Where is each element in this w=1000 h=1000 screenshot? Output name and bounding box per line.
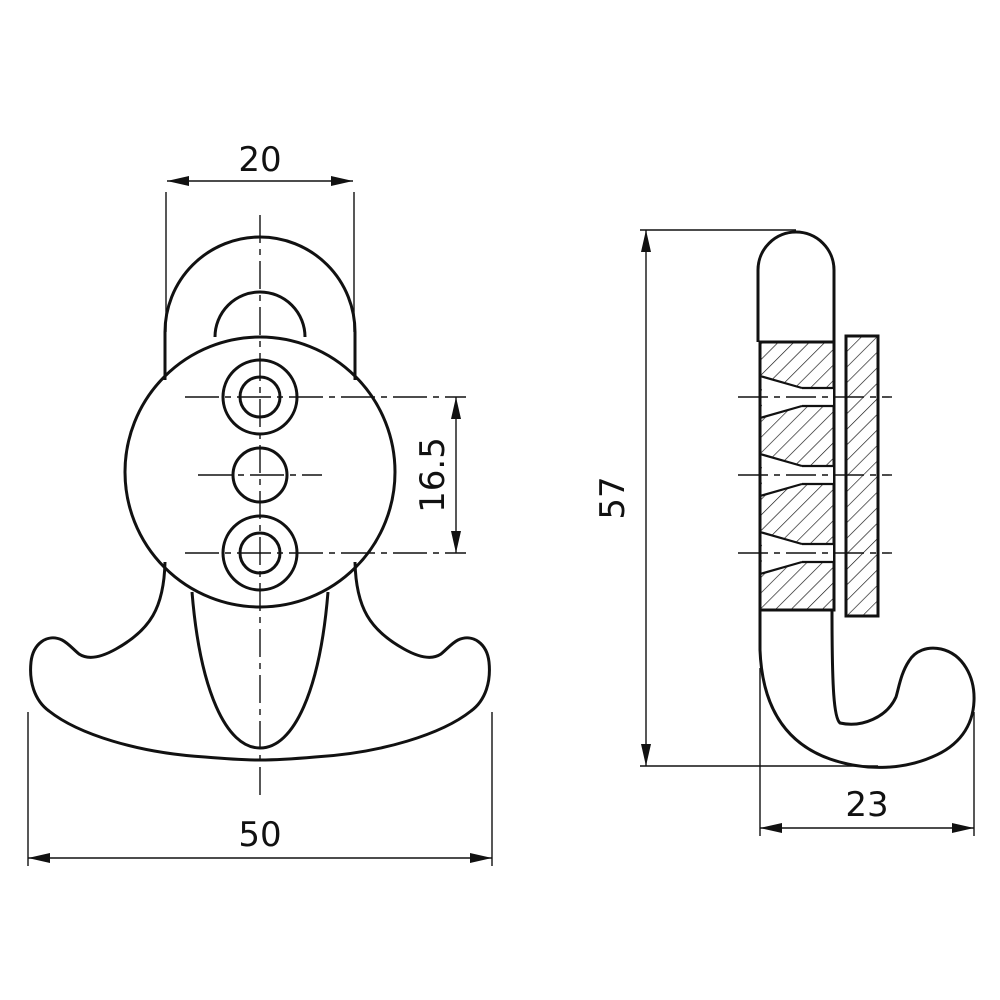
arrowhead [760,823,782,833]
side-countersink-top [759,374,833,420]
side-bottom-hook [758,609,976,769]
dim-side-depth: 23 [759,668,975,836]
dim-side-height: 57 [593,229,878,767]
dim-front-hole-spacing: 16.5 [413,397,461,553]
arrowhead [470,853,492,863]
dim-front-top-width: 20 [165,140,355,332]
side-countersink-bottom [759,530,833,576]
dim-label-depth: 23 [845,785,888,825]
arrowhead [451,531,461,553]
arrowhead [641,744,651,766]
dim-label-hole-spacing: 16.5 [413,437,453,513]
dim-front-bottom-width: 50 [27,712,493,866]
arrowhead [167,176,189,186]
side-view [738,230,976,769]
front-knob-arc [213,290,307,338]
front-view [29,215,491,798]
arrowhead [28,853,50,863]
side-countersink-middle [759,452,833,498]
dim-label-top-width: 20 [238,140,281,180]
dim-label-bottom-width: 50 [238,815,281,855]
dimensions: 20 16.5 50 57 [27,140,975,866]
arrowhead [952,823,974,833]
side-backplate-section [844,334,880,618]
arrowhead [641,230,651,252]
arrowhead [331,176,353,186]
dim-label-height: 57 [593,476,633,519]
side-top-curl [756,230,836,271]
arrowhead [451,397,461,419]
